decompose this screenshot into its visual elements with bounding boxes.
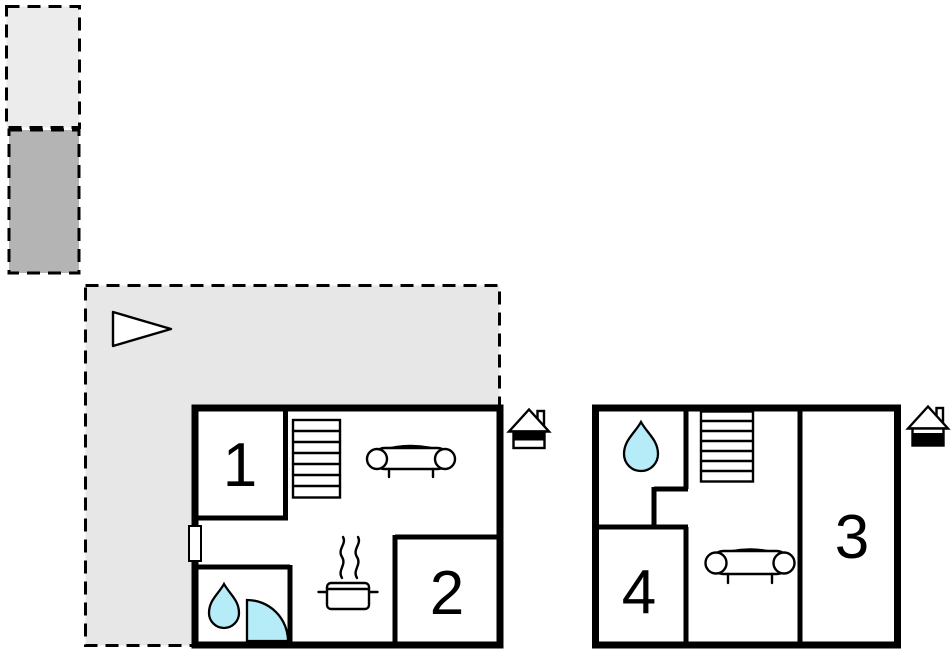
room-label-1: 1	[223, 431, 257, 500]
water-drop-icon	[207, 581, 241, 630]
upper-floor-house-icon	[905, 404, 951, 447]
water-drop-icon	[622, 419, 660, 473]
steam-line	[354, 535, 361, 580]
sofa-arm	[704, 551, 728, 575]
house-floor-band	[912, 433, 944, 446]
ground-floor-outline	[191, 404, 504, 649]
upper-floor-plan: 3 4	[592, 404, 901, 649]
sofa-arm	[433, 447, 457, 471]
sofa-icon	[704, 548, 796, 585]
outbuilding-large	[7, 128, 81, 275]
room-label-4: 4	[622, 558, 656, 627]
ground-floor-house-icon	[506, 407, 552, 450]
stove-icon	[317, 535, 379, 611]
entrance-door	[188, 525, 202, 562]
outbuilding-small	[5, 5, 81, 129]
house-floor-band	[513, 431, 545, 441]
door-swing-icon	[245, 598, 290, 643]
ground-floor-plan: 1 2	[188, 404, 504, 649]
sofa-arm	[365, 447, 389, 471]
outbuildings	[5, 5, 81, 275]
stairs-outline	[291, 418, 342, 499]
sofa-icon	[365, 444, 457, 479]
room-label-2: 2	[430, 559, 464, 628]
stairs-icon	[699, 410, 755, 483]
steam-line	[339, 535, 346, 580]
pot-body	[325, 581, 371, 611]
sofa-arm	[772, 551, 796, 575]
north-arrow-icon	[111, 310, 173, 348]
stairs-icon	[291, 418, 342, 499]
room-label-3: 3	[835, 503, 869, 572]
